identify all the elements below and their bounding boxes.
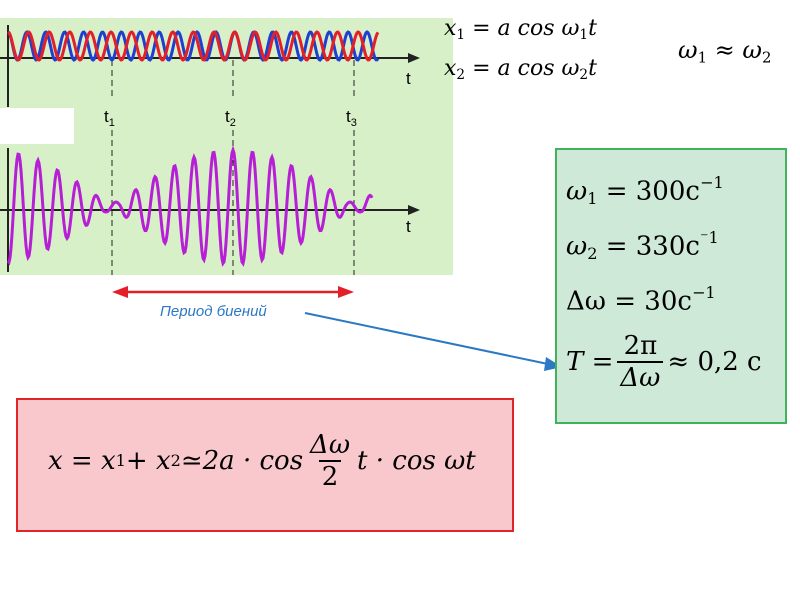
- t2-label: t2: [225, 107, 236, 129]
- numeric-example-box: [555, 148, 787, 424]
- equation-omega-approx: ω1 ≈ ω2: [678, 36, 772, 67]
- beat-period-caption: Период биений: [160, 303, 267, 320]
- superposition-formula-box: [16, 398, 514, 532]
- beat-period-arrowhead-right: [338, 286, 354, 298]
- beat-period-arrowhead-left: [112, 286, 128, 298]
- equation-x2: x2 = a cos ω2t: [444, 56, 597, 84]
- label-mask: [0, 108, 74, 144]
- top-axis-arrowhead: [408, 53, 420, 63]
- pointer-arrow: [304, 312, 549, 365]
- t3-label: t3: [346, 107, 357, 129]
- wave-x1: [7, 30, 380, 62]
- axis-t-top-label: t: [406, 69, 411, 88]
- equation-x1: x1 = a cos ω1t: [444, 16, 597, 44]
- delta-omega-value: Δω = 30c−1: [566, 283, 716, 317]
- omega2-value: ω2 = 330c⁻1: [566, 228, 719, 264]
- bottom-axis-arrowhead: [408, 205, 420, 215]
- omega1-value: ω1 = 300c−1: [566, 173, 724, 209]
- wave-sum-beats: [6, 145, 374, 267]
- wave-x2: [7, 30, 380, 62]
- axis-t-bottom-label: t: [406, 217, 411, 236]
- t1-label: t1: [104, 107, 115, 129]
